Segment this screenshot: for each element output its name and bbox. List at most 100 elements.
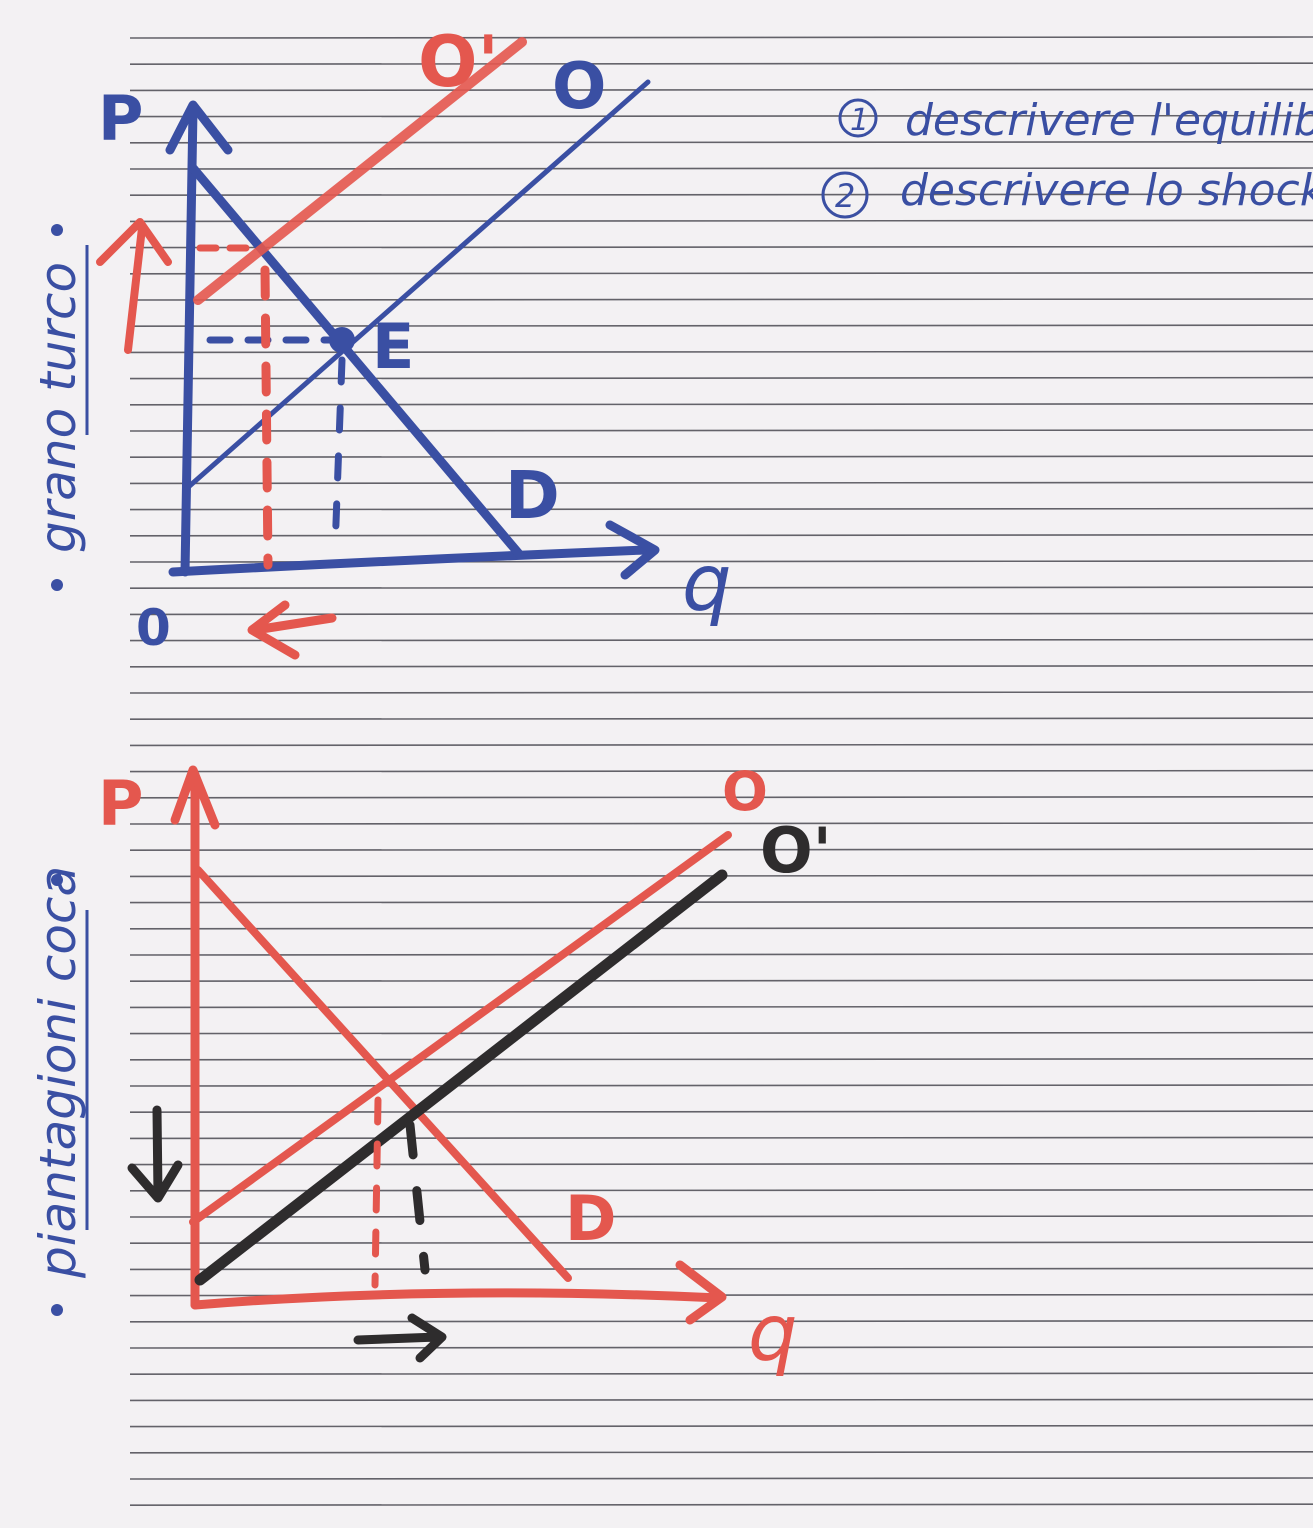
top-origin-label: 0 bbox=[136, 599, 171, 657]
bottom-demand-label: D bbox=[565, 1182, 616, 1255]
top-shifted-supply-label: O' bbox=[418, 21, 499, 103]
ruled-line bbox=[129, 219, 1313, 223]
ruled-line bbox=[129, 455, 1313, 459]
bottom-side-title-bullet-start bbox=[51, 1304, 63, 1316]
ruled-line bbox=[129, 638, 1313, 642]
bottom-shifted-supply-label: O' bbox=[760, 814, 832, 887]
top-equilibrium-label: E bbox=[372, 310, 414, 383]
ruled-line bbox=[129, 691, 1313, 694]
ruled-line bbox=[129, 245, 1313, 249]
ruled-line bbox=[129, 402, 1313, 406]
top-axis-q-label: q bbox=[682, 539, 732, 629]
note-1-text: descrivere l'equilibri bbox=[905, 95, 1313, 146]
bottom-p-axis-arrow bbox=[170, 765, 220, 830]
top-quantity-left-arrow bbox=[247, 600, 337, 660]
top-p-axis bbox=[180, 105, 198, 577]
top-side-title-bullet-end bbox=[51, 224, 63, 236]
bottom-price-down-arrow bbox=[127, 1105, 183, 1203]
ruled-line bbox=[129, 1136, 1313, 1140]
top-equilibrium-point bbox=[329, 327, 355, 353]
note-2-circle bbox=[821, 171, 869, 219]
top-p-axis-arrow bbox=[165, 100, 233, 155]
ruled-line bbox=[129, 350, 1313, 354]
ruled-line bbox=[129, 848, 1313, 852]
top-new-eq-quantity-dash bbox=[260, 265, 273, 570]
top-side-title-text: grano turco bbox=[29, 262, 87, 553]
ruled-line bbox=[129, 926, 1313, 930]
ruled-line bbox=[129, 36, 1313, 39]
ruled-line bbox=[129, 743, 1313, 747]
top-shifted-supply-line bbox=[193, 37, 527, 305]
ruled-line bbox=[129, 1215, 1313, 1218]
bottom-new-eq-quantity-dash bbox=[405, 1120, 430, 1275]
ruled-line bbox=[129, 900, 1313, 904]
ruled-line bbox=[129, 1084, 1313, 1087]
ruled-line bbox=[129, 664, 1313, 668]
top-q-axis bbox=[168, 545, 650, 577]
bottom-demand-line bbox=[194, 866, 572, 1282]
ruled-line bbox=[129, 88, 1313, 92]
ruled-line bbox=[129, 822, 1313, 825]
top-price-up-arrow bbox=[96, 218, 172, 354]
ruled-line bbox=[129, 376, 1313, 380]
ruled-line bbox=[129, 1424, 1313, 1428]
bottom-side-title-bullet-end bbox=[51, 874, 63, 886]
bottom-supply-label: O bbox=[722, 760, 768, 823]
ruled-line bbox=[129, 507, 1313, 511]
top-supply-label: O bbox=[552, 50, 606, 124]
bottom-side-title-text: piantagioni coca bbox=[29, 866, 87, 1279]
ruled-line bbox=[129, 114, 1313, 118]
ruled-line bbox=[129, 324, 1313, 328]
ruled-line bbox=[129, 1346, 1313, 1349]
note-1-number: 1 bbox=[850, 103, 869, 138]
bottom-quantity-right-arrow bbox=[353, 1313, 447, 1363]
bottom-q-axis bbox=[190, 1288, 725, 1310]
ruled-line bbox=[129, 481, 1313, 485]
top-eq-quantity-dash bbox=[331, 356, 346, 554]
notes-list: 1 descrivere l'equilibri 2 descrivere lo… bbox=[821, 95, 1313, 219]
ruled-line bbox=[129, 141, 1313, 144]
top-demand-line bbox=[188, 163, 525, 560]
ruled-line bbox=[129, 1241, 1313, 1244]
ruled-line bbox=[129, 1110, 1313, 1113]
ruled-line bbox=[129, 1031, 1313, 1035]
ruled-line bbox=[129, 1372, 1313, 1375]
note-2-text: descrivere lo shock bbox=[900, 165, 1313, 216]
diagram-top bbox=[96, 37, 660, 660]
ruled-line bbox=[129, 533, 1313, 537]
ruled-line bbox=[129, 1162, 1313, 1166]
bottom-supply-line bbox=[189, 831, 732, 1226]
ruled-line bbox=[129, 769, 1313, 773]
note-2-number: 2 bbox=[835, 177, 855, 215]
bottom-axis-q-label: q bbox=[748, 1289, 798, 1379]
ruled-line bbox=[129, 1267, 1313, 1271]
note-1-circle bbox=[838, 98, 878, 138]
top-q-axis-arrow bbox=[605, 520, 660, 580]
ruled-line bbox=[129, 795, 1313, 799]
bottom-shifted-supply-line bbox=[194, 869, 728, 1286]
ruled-line bbox=[129, 167, 1313, 170]
ruled-line bbox=[129, 429, 1313, 432]
ruled-line bbox=[129, 1058, 1313, 1061]
ruled-line bbox=[129, 298, 1313, 301]
ruled-line bbox=[129, 1477, 1313, 1480]
ruled-line bbox=[129, 1189, 1313, 1192]
ruled-line bbox=[129, 271, 1313, 275]
top-demand-label: D bbox=[505, 457, 560, 534]
bottom-q-axis-arrow bbox=[675, 1260, 727, 1325]
top-axis-p-label: P bbox=[98, 82, 143, 155]
bottom-axis-p-label: P bbox=[98, 767, 143, 840]
diagram-bottom bbox=[127, 765, 732, 1363]
ruled-line bbox=[129, 717, 1313, 721]
ruled-line bbox=[129, 953, 1313, 956]
ruled-line bbox=[129, 1398, 1313, 1402]
ruled-line bbox=[129, 586, 1313, 590]
ruled-line bbox=[129, 1503, 1313, 1506]
bottom-eq-quantity-dash bbox=[371, 1096, 382, 1289]
bottom-side-title: piantagioni coca bbox=[29, 866, 89, 1316]
top-side-title-bullet-start bbox=[51, 579, 63, 591]
ruled-line bbox=[129, 1320, 1313, 1323]
ruled-line bbox=[129, 979, 1313, 983]
